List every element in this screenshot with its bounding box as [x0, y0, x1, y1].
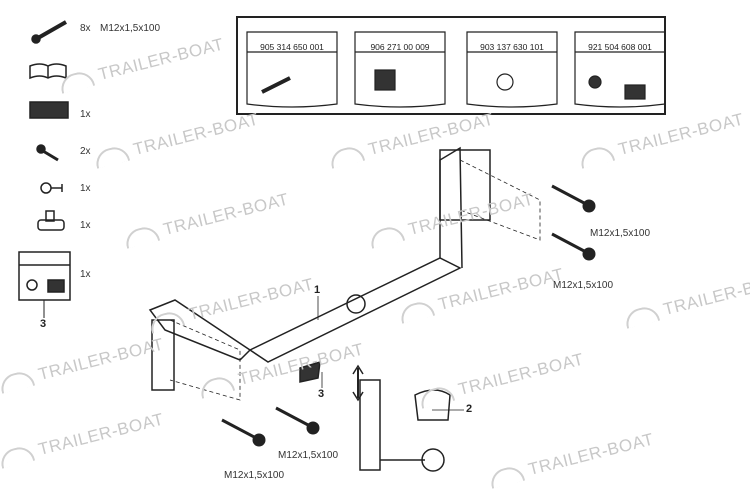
callout-2: 2: [466, 403, 473, 415]
label-sticker-icon: [29, 101, 69, 119]
socket-icon: [37, 210, 65, 231]
ring-qty: 1x: [80, 183, 91, 194]
callout-1: 1: [314, 284, 321, 296]
mounting-bolts: [221, 184, 596, 447]
kit-card: 906 271 00 009: [370, 42, 430, 52]
kit-card: 921 504 608 001: [588, 42, 652, 52]
bolt-label: M12x1,5x100: [278, 450, 339, 461]
bolt-icon: [31, 20, 67, 44]
kit-card: 905 314 650 001: [260, 42, 324, 52]
tow-bar-drawing: [148, 146, 491, 472]
electrical-kit-icon: [18, 251, 71, 318]
bolt-label: M12x1,5x100: [590, 228, 651, 239]
bolt-qty: 8x: [80, 23, 91, 34]
bolt-label: M12x1,5x100: [553, 280, 614, 291]
callout-lines: [317, 296, 464, 411]
bolt-spec: M12x1,5x100: [100, 23, 161, 34]
key-qty: 2x: [80, 146, 91, 157]
kit-card: 903 137 630 101: [480, 42, 544, 52]
callout-3: 3: [318, 388, 325, 400]
socket-qty: 1x: [80, 220, 91, 231]
lock-ring-icon: [40, 182, 63, 194]
manual-book-icon: [29, 63, 67, 80]
electrical-qty: 1x: [80, 269, 91, 280]
key-icon: [36, 144, 59, 162]
sticker-qty: 1x: [80, 109, 91, 120]
kit-cards: [246, 31, 666, 108]
callout-3-list: 3: [40, 318, 47, 330]
bolt-label: M12x1,5x100: [224, 470, 285, 481]
